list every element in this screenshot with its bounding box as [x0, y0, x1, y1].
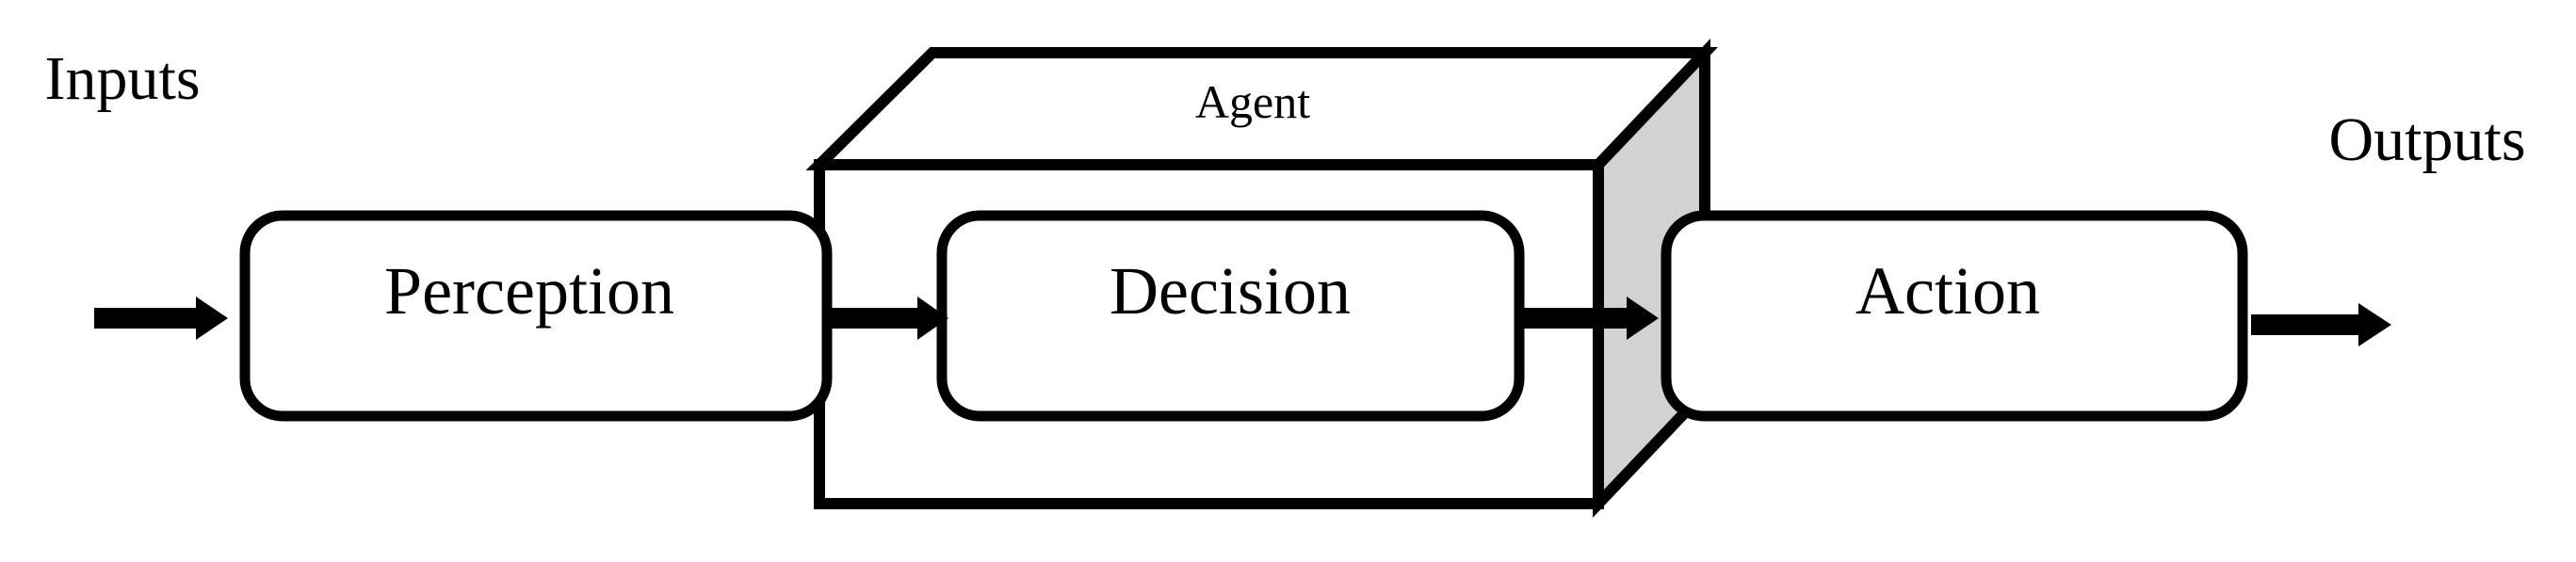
edge-decision-to-action [1523, 297, 1659, 340]
outputs-arrow-head [2358, 303, 2391, 346]
edge-perception-to-decision [825, 297, 948, 340]
node-action: Action [1661, 210, 2248, 422]
inputs-arrow-head [196, 297, 228, 340]
decision-label: Decision [1110, 253, 1351, 329]
edge-inputs-to-perception [94, 297, 228, 340]
outputs-label: Outputs [2328, 105, 2525, 174]
agent-container-label: Agent [1195, 75, 1310, 128]
decision-action-arrow-head [1627, 297, 1659, 340]
perception-label: Perception [384, 253, 674, 329]
edge-action-to-outputs [2251, 303, 2391, 346]
perception-decision-arrow-head [917, 297, 948, 340]
action-label: Action [1855, 253, 2040, 329]
action-box [1661, 210, 2248, 422]
inputs-label: Inputs [45, 44, 201, 113]
node-perception: Perception [239, 210, 833, 422]
node-decision: Decision [936, 210, 1525, 422]
